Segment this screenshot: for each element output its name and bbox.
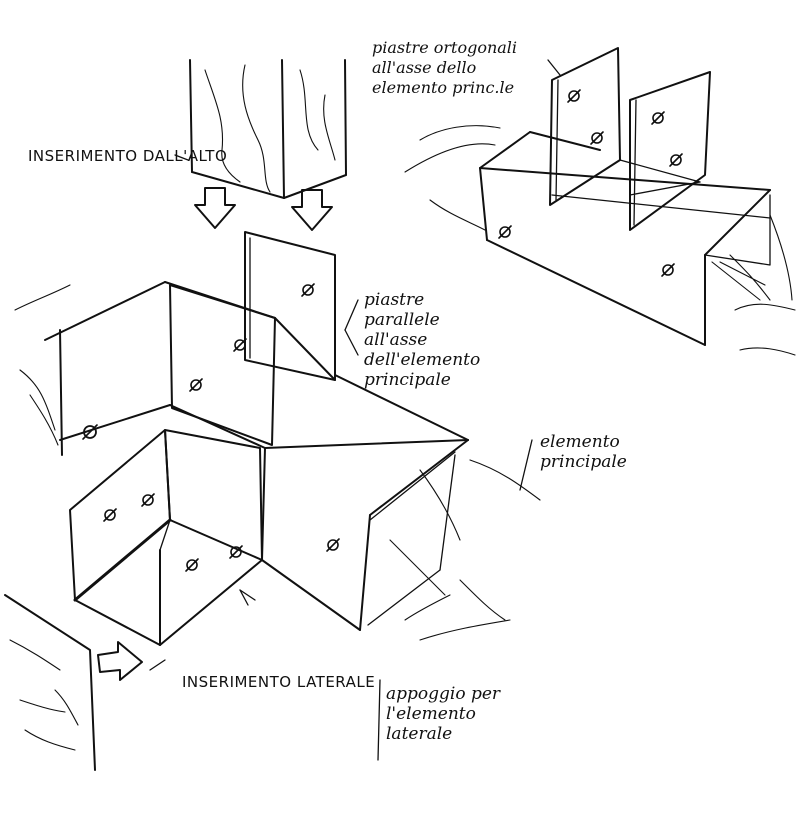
beam-top-right <box>404 125 796 356</box>
upper-post <box>189 59 347 199</box>
support-arrow <box>239 589 256 606</box>
orthogonal-plates <box>549 47 711 231</box>
label-elemento-principale: elemento principale <box>540 432 627 472</box>
leader-lines <box>149 59 561 761</box>
bolt-marker-icon <box>82 89 683 572</box>
label-inserimento-dall-alto: INSERIMENTO DALL'ALTO <box>28 147 228 165</box>
lateral-box <box>69 429 263 646</box>
lateral-beam <box>4 594 96 771</box>
label-inserimento-laterale: INSERIMENTO LATERALE <box>182 673 376 691</box>
label-piastre-parallele: piastre parallele all'asse dell'elemento… <box>364 290 481 390</box>
label-piastre-ortogonali: piastre ortogonali all'asse dello elemen… <box>372 38 518 97</box>
parallel-plate <box>169 231 336 446</box>
arrow-down-icon <box>194 187 333 231</box>
arrow-right-icon <box>97 641 143 681</box>
label-appoggio: appoggio per l'elemento laterale <box>386 684 501 744</box>
